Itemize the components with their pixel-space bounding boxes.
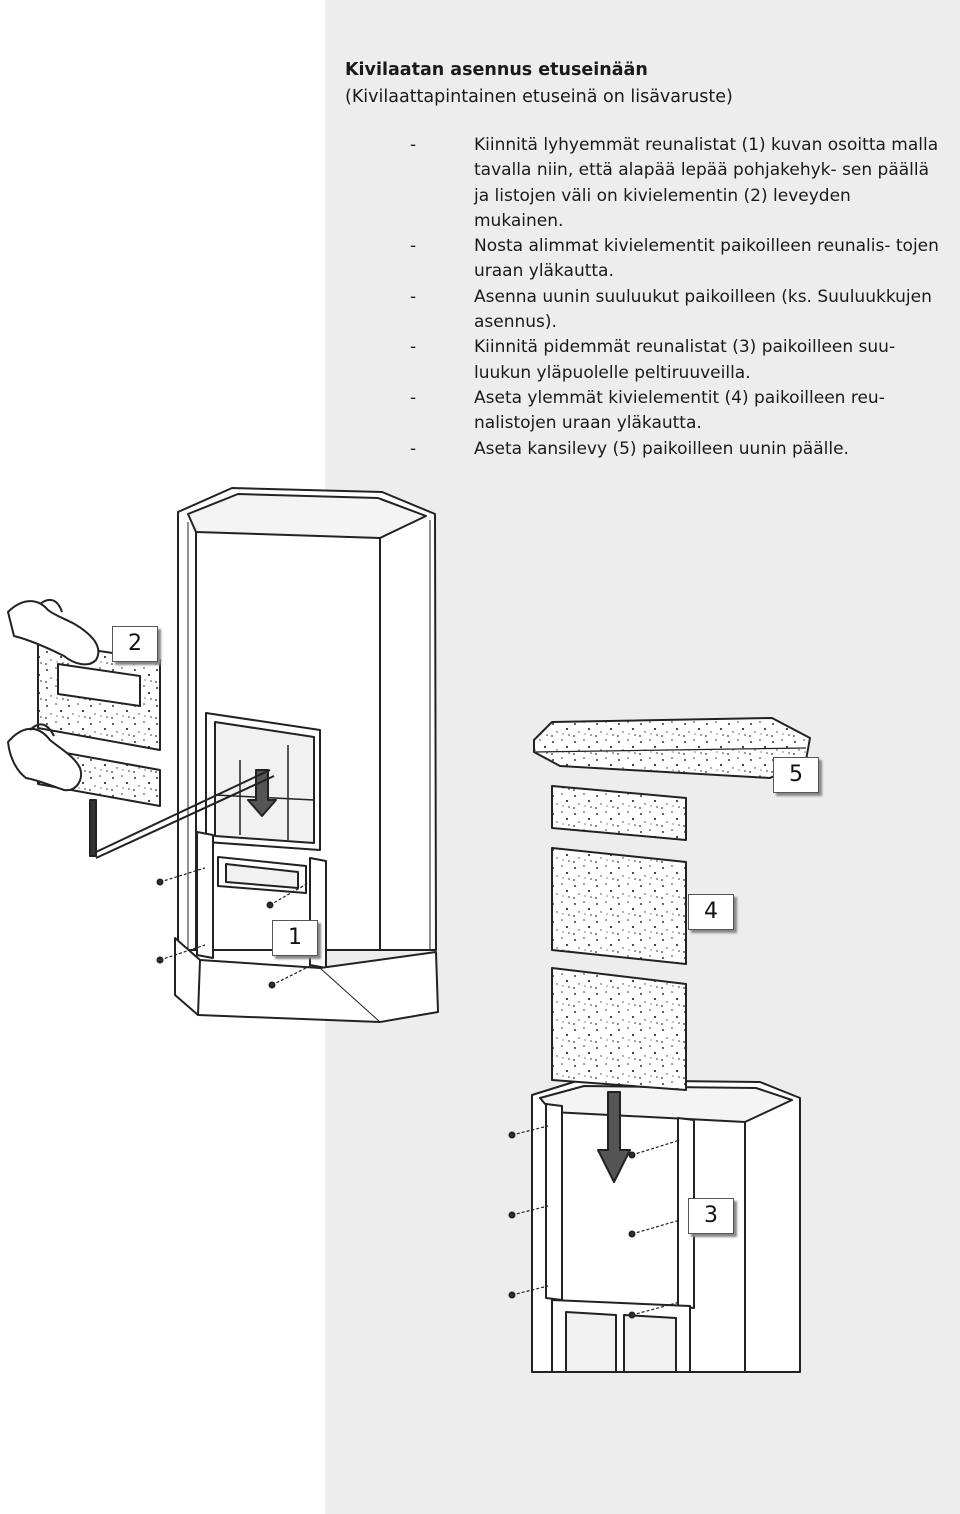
step-text: Nosta alimmat kivielementit paikoilleen … [474,236,939,282]
step-bullet: - [410,438,417,459]
callout-5: 5 [773,757,819,793]
step-bullet: - [410,236,417,257]
stove-lower [508,1079,801,1373]
step-text: Aseta ylemmät kivielementit (4) paikoill… [474,387,885,434]
instruction-step: - Nosta alimmat kivielementit paikoillee… [410,234,940,285]
step-bullet: - [410,286,417,307]
callout-2: 2 [112,626,158,662]
instruction-step: - Aseta kansilevy (5) paikoilleen uunin … [410,437,940,462]
step-bullet: - [410,337,417,358]
stone-panels-2 [7,598,275,859]
instruction-list: - Kiinnitä lyhyemmät reunalistat (1) kuv… [410,133,940,462]
instruction-step: - Aseta ylemmät kivielementit (4) paikoi… [410,386,940,437]
step-text: Kiinnitä lyhyemmät reunalistat (1) kuvan… [474,135,939,231]
instruction-step: - Kiinnitä lyhyemmät reunalistat (1) kuv… [410,133,940,234]
stove-assembly-illustration [7,487,811,1373]
step-text: Kiinnitä pidemmät reunalistat (3) paikoi… [474,337,896,383]
section-subtitle: (Kivilaattapintainen etuseinä on lisävar… [345,87,733,107]
section-title: Kivilaatan asennus etuseinään [345,60,648,80]
callout-1: 1 [272,920,318,956]
callout-4: 4 [688,894,734,930]
stone-elements-4-5 [533,717,811,1091]
step-bullet: - [410,135,417,155]
instruction-step: - Asenna uunin suuluukut paikoilleen (ks… [410,285,940,336]
step-bullet: - [410,387,417,408]
step-text: Asenna uunin suuluukut paikoilleen (ks. … [474,286,932,333]
callout-3: 3 [688,1198,734,1234]
instruction-step: - Kiinnitä pidemmät reunalistat (3) paik… [410,335,940,386]
step-text: Aseta kansilevy (5) paikoilleen uunin pä… [474,438,849,459]
